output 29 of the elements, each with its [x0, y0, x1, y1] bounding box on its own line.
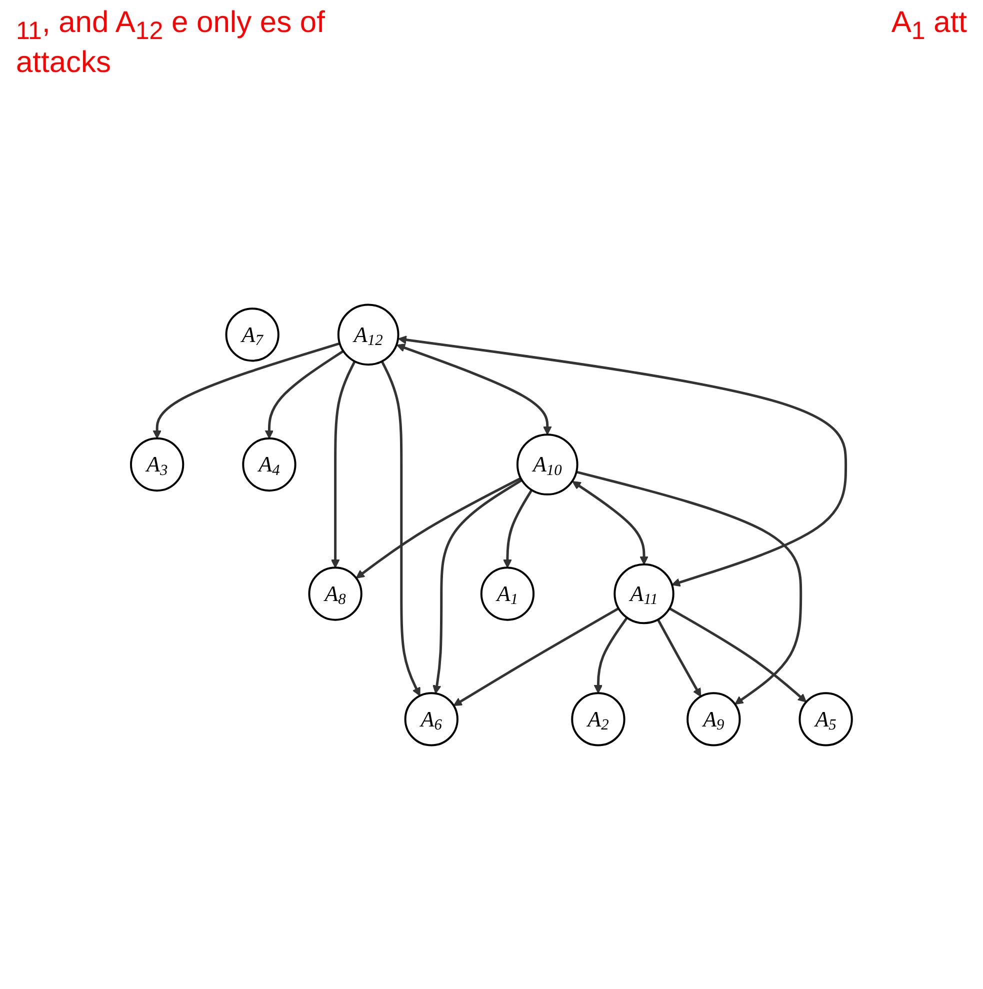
node-circle: A$_{11}$ — [614, 562, 674, 624]
arrow — [576, 470, 802, 704]
arrow — [380, 360, 420, 696]
node-circle: A$_{5}$ — [798, 692, 853, 746]
node-circle: A$_{3}$ — [130, 436, 184, 492]
node-circle: A$_{8}$ — [308, 566, 362, 620]
node-circle: A$_{10}$ — [516, 433, 578, 495]
arrow — [330, 360, 356, 568]
node-circle: A$_{12}$ — [338, 303, 400, 366]
node-circle: A$_{4}$ — [242, 436, 296, 492]
node-circle: A$_{2}$ — [571, 692, 626, 746]
arrow — [572, 480, 648, 564]
arrow — [656, 618, 702, 696]
arrow — [356, 476, 522, 578]
annotation-text: $_{11}$, and A$_{12}$ e only es of attacks — [16, 6, 326, 78]
arrow — [152, 342, 340, 438]
arrow — [398, 334, 848, 586]
arrow — [503, 488, 533, 568]
arrow — [668, 606, 807, 702]
arrow — [453, 606, 620, 706]
annotation-text: A$_{1}$ att — [891, 6, 967, 47]
node-circle: A$_{9}$ — [686, 692, 741, 746]
node-circle: A$_{1}$ — [480, 566, 535, 620]
arrow — [432, 478, 523, 694]
arrow — [264, 350, 344, 438]
arrow — [396, 343, 552, 434]
node-circle: A$_{7}$ — [225, 307, 280, 362]
node-circle: A$_{6}$ — [404, 692, 459, 746]
arrow — [594, 616, 628, 694]
